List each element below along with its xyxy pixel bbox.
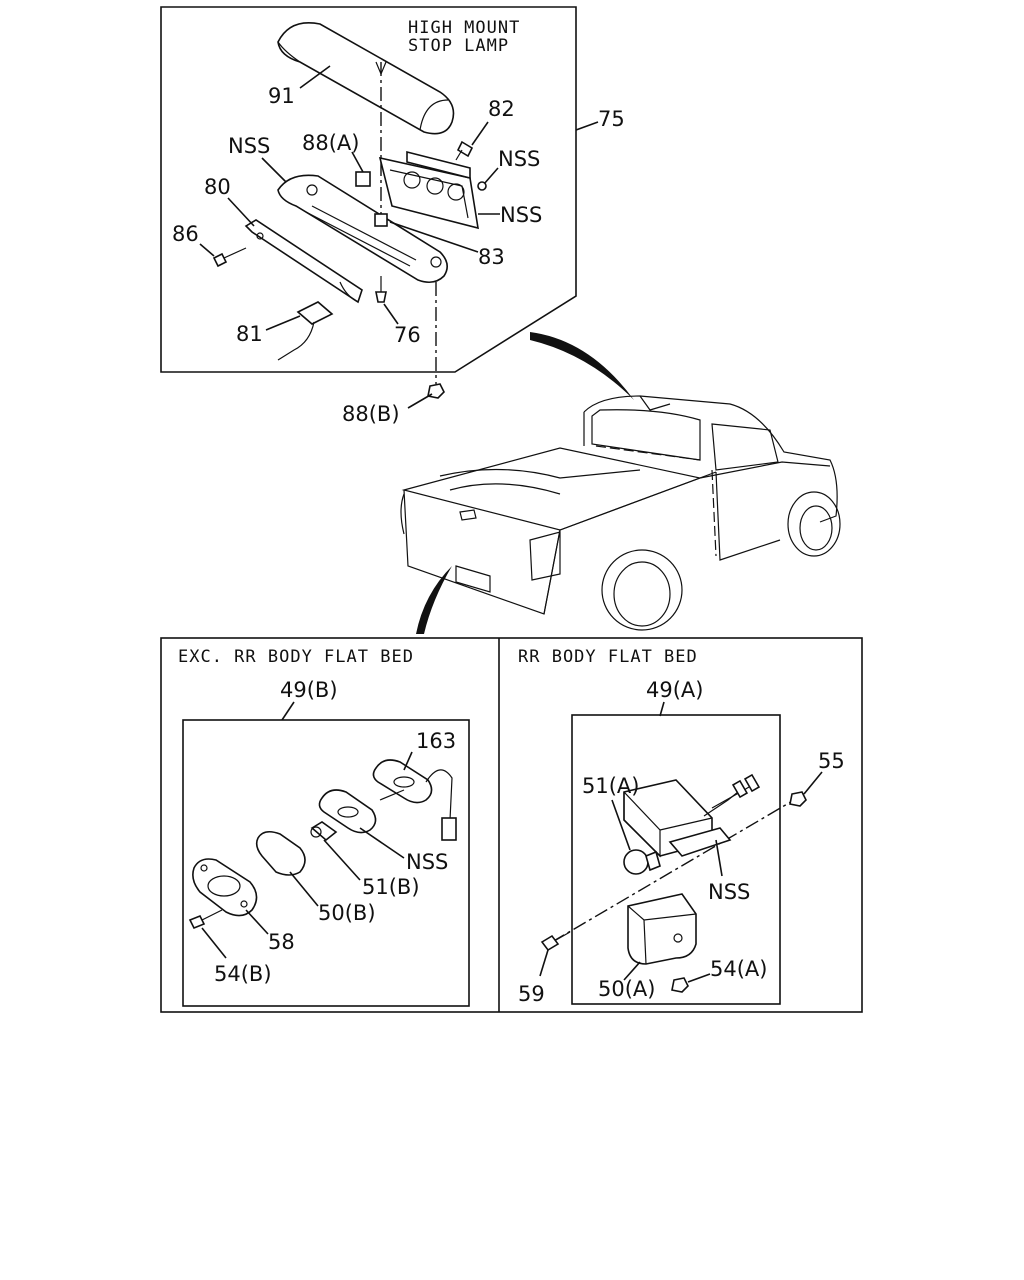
box-49a — [571, 714, 781, 1005]
bottom-left-section: EXC. RR BODY FLAT BED 49(B) 163 NSS 51(B… — [178, 647, 470, 1007]
bottom-left-caption: EXC. RR BODY FLAT BED — [178, 647, 414, 667]
label-58: 58 — [268, 930, 295, 954]
bezel-58 — [192, 858, 258, 917]
label-51a: 51(A) — [582, 774, 639, 798]
leader-49a — [659, 701, 665, 717]
label-91: 91 — [268, 84, 295, 108]
leader-58 — [245, 909, 269, 935]
wire-81 — [277, 301, 334, 361]
lamp-base-163 — [372, 759, 457, 841]
leader-80 — [227, 197, 255, 227]
nut-88b — [427, 383, 445, 399]
lens-50a — [627, 893, 697, 965]
label-88a: 88(A) — [302, 131, 359, 155]
leader-49b — [281, 701, 295, 721]
label-nss-right-lower: NSS — [500, 203, 542, 227]
grommet-83 — [374, 213, 388, 227]
label-nss-br: NSS — [708, 880, 750, 904]
label-54a: 54(A) — [710, 957, 767, 981]
leader-81 — [265, 315, 301, 331]
lens-50b — [255, 830, 306, 876]
lamp-cover-91 — [277, 22, 455, 135]
bottom-panel-frame — [160, 637, 863, 1013]
leader-nss-br — [715, 839, 723, 877]
leader-75 — [575, 121, 599, 131]
leader-51a — [611, 799, 631, 851]
label-59: 59 — [518, 982, 545, 1006]
label-76: 76 — [394, 323, 421, 347]
leader-50a — [623, 961, 641, 981]
leader-54a — [687, 973, 711, 983]
pointer-arrow-bottom — [416, 566, 452, 634]
clip-88a — [355, 171, 371, 187]
lamp-unit — [378, 150, 479, 230]
axis-arrow — [375, 61, 387, 76]
screw-59 — [540, 931, 571, 952]
label-nss-right-upper: NSS — [498, 147, 540, 171]
label-51b: 51(B) — [362, 875, 420, 899]
leader-nss-bl — [359, 827, 405, 859]
leader-88b — [407, 393, 433, 409]
label-86: 86 — [172, 222, 199, 246]
bottom-right-section: RR BODY FLAT BED 49(A) 55 51( — [518, 647, 845, 1006]
label-nss-bl: NSS — [406, 850, 448, 874]
top-panel: HIGH MOUNT STOP LAMP 91 82 — [160, 6, 625, 384]
label-55: 55 — [818, 749, 845, 773]
bolt-nss-right-upper — [477, 181, 487, 191]
screw-82 — [455, 140, 474, 161]
leader-83 — [389, 221, 479, 253]
label-82: 82 — [488, 97, 515, 121]
bulb-51a — [623, 849, 661, 875]
axis-49a — [551, 799, 795, 943]
leader-163 — [403, 751, 413, 771]
lamp-housing — [277, 174, 448, 284]
label-nss-left: NSS — [228, 134, 270, 158]
box-49b — [182, 719, 470, 1007]
label-88b: 88(B) — [342, 402, 400, 426]
top-panel-caption-line1: HIGH MOUNT — [408, 18, 520, 38]
label-80: 80 — [204, 175, 231, 199]
top-panel-caption-line2: STOP LAMP — [408, 36, 509, 56]
pointer-arrow-top — [530, 332, 634, 400]
leader-50b — [289, 871, 319, 907]
label-49b: 49(B) — [280, 678, 338, 702]
label-81: 81 — [236, 322, 263, 346]
leader-54b — [201, 927, 227, 959]
label-54b: 54(B) — [214, 962, 272, 986]
label-163: 163 — [416, 729, 456, 753]
screw-76 — [375, 276, 387, 303]
bottom-right-caption: RR BODY FLAT BED — [518, 647, 698, 667]
socket-nss — [318, 789, 405, 834]
leader-91 — [299, 65, 331, 89]
leader-59 — [539, 949, 549, 977]
top-panel-frame — [160, 6, 577, 373]
label-75: 75 — [598, 107, 625, 131]
screw-86 — [212, 247, 247, 268]
bracket-80 — [244, 219, 363, 304]
label-83: 83 — [478, 245, 505, 269]
pickup-truck — [400, 395, 841, 631]
bottom-panel — [160, 637, 863, 1013]
leader-76 — [383, 303, 399, 325]
leader-82 — [471, 121, 489, 146]
leader-55 — [803, 771, 823, 795]
label-49a: 49(A) — [646, 678, 703, 702]
label-50b: 50(B) — [318, 901, 376, 925]
screw-54b — [188, 909, 223, 930]
nut-54a — [671, 977, 689, 993]
leader-51b — [323, 839, 361, 881]
lamp-housing-49a — [623, 773, 761, 858]
label-50a: 50(A) — [598, 977, 655, 1001]
nut-55 — [789, 791, 807, 807]
bulb-51b — [310, 821, 338, 842]
leader-86 — [199, 243, 215, 257]
leader-88a — [351, 151, 364, 173]
leader-nss-right-upper — [483, 167, 499, 185]
leader-nss-left — [261, 157, 287, 183]
